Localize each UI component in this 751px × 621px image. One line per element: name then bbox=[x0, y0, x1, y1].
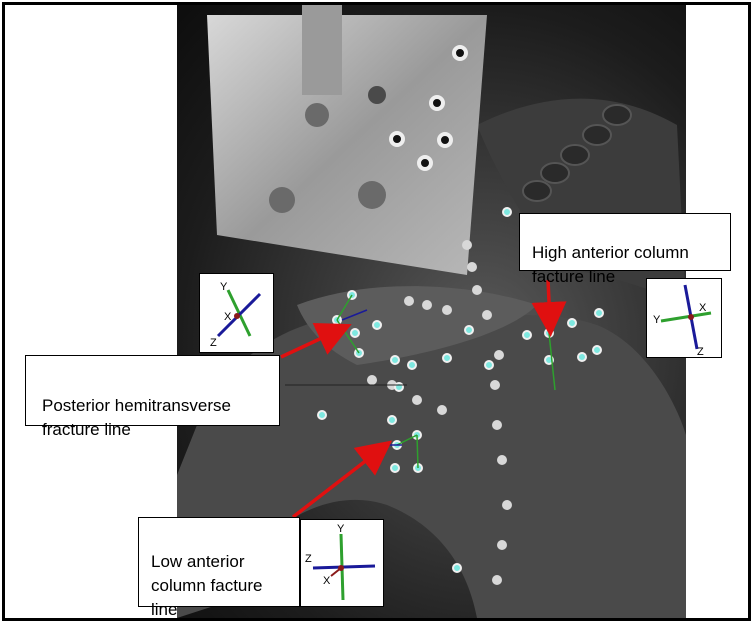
pelvis-model bbox=[177, 313, 686, 618]
clamp-screw bbox=[302, 5, 342, 95]
y-axis-label: Y bbox=[220, 281, 228, 293]
axis-origin bbox=[688, 314, 694, 320]
screw-beads bbox=[367, 240, 512, 585]
bolt-head bbox=[305, 103, 329, 127]
x-axis-label: X bbox=[699, 302, 707, 314]
low-anterior-callout: Low anterior column facture line bbox=[138, 517, 300, 618]
arrow-overlay bbox=[280, 279, 567, 519]
low-anterior-axis-triad: Y Z X bbox=[305, 523, 376, 601]
plate-hole bbox=[368, 86, 386, 104]
high-anterior-arrow bbox=[531, 279, 567, 337]
posterior-arrow bbox=[280, 322, 352, 359]
pelvis-ridge bbox=[297, 286, 537, 365]
x-axis-label: X bbox=[323, 575, 331, 587]
low-anterior-label: Low anterior column facture line bbox=[151, 552, 263, 619]
high-anterior-callout: High anterior column facture line bbox=[519, 213, 731, 286]
specimen-photo bbox=[177, 5, 686, 618]
y-axis-line bbox=[660, 311, 712, 323]
fixation-plate bbox=[522, 104, 632, 202]
high-anterior-axis-box: Y X Z bbox=[646, 278, 722, 358]
high-anterior-label: High anterior column facture line bbox=[532, 243, 689, 286]
posterior-label: Posterior hemitransverse fracture line bbox=[42, 396, 231, 439]
y-axis-label: Y bbox=[653, 314, 661, 326]
z-axis-label: Z bbox=[697, 346, 704, 356]
bolt-head bbox=[358, 181, 386, 209]
x-axis-line bbox=[330, 567, 342, 577]
high-anterior-axis-triad: Y X Z bbox=[653, 284, 712, 358]
z-axis-line bbox=[312, 564, 376, 570]
bolt-head bbox=[269, 187, 295, 213]
posterior-axis-triad: Y X Z bbox=[210, 281, 262, 349]
low-anterior-arrow bbox=[291, 440, 393, 519]
axis-origin bbox=[234, 313, 240, 319]
posterior-callout: Posterior hemitransverse fracture line bbox=[25, 355, 280, 439]
posterior-axis-box: Y X Z bbox=[199, 273, 274, 353]
x-axis-label: X bbox=[224, 311, 232, 323]
z-axis-label: Z bbox=[210, 337, 217, 349]
z-axis-label: Z bbox=[305, 553, 312, 565]
specimen-scene bbox=[177, 5, 686, 618]
low-anterior-axis-box: Y Z X bbox=[300, 519, 384, 607]
y-axis-label: Y bbox=[337, 523, 345, 535]
plate-markers bbox=[389, 45, 468, 171]
